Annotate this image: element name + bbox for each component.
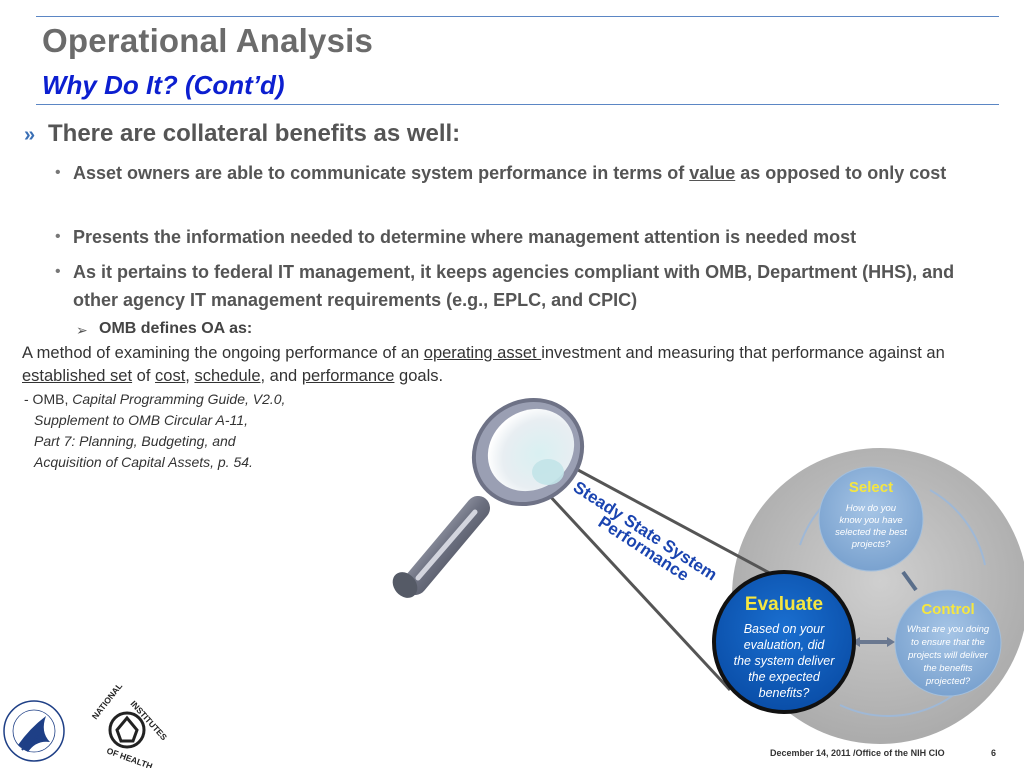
citation-title: Part 7: Planning, Budgeting, and — [34, 433, 236, 449]
evaluate-body: Based on your — [744, 622, 825, 636]
bullet-text: as opposed to only cost — [735, 163, 947, 183]
title-rule — [36, 104, 999, 105]
established-set-underlined: established set — [22, 367, 133, 385]
citation-title: Supplement to OMB Circular A-11, — [34, 412, 248, 428]
bullet-asset-owners: Asset owners are able to communicate sys… — [73, 159, 1003, 187]
select-body: How do you — [846, 503, 897, 514]
page-title: Operational Analysis — [42, 22, 374, 59]
arrow-bullet-icon: ➢ — [76, 322, 88, 338]
citation-title: Acquisition of Capital Assets, p. 54. — [34, 454, 253, 470]
quote-text: , — [185, 367, 195, 385]
select-body: know you have — [839, 515, 902, 526]
footer-text: December 14, 2011 /Office of the NIH CIO — [770, 748, 945, 758]
cost-underlined: cost — [155, 367, 186, 385]
bullet-federal-it: As it pertains to federal IT management,… — [73, 262, 955, 310]
citation-line-2: Supplement to OMB Circular A-11, — [24, 410, 285, 431]
citation: - OMB, Capital Programming Guide, V2.0, … — [24, 389, 285, 473]
evaluate-body: benefits? — [759, 686, 810, 700]
bullet-dot-icon: • — [55, 164, 61, 181]
value-underlined: value — [689, 163, 736, 183]
select-title: Select — [849, 479, 893, 496]
oa-definition: A method of examining the ongoing perfor… — [22, 342, 1012, 388]
select-body: projects? — [851, 539, 891, 550]
view-cone-line — [533, 478, 732, 692]
citation-prefix: - OMB, — [24, 391, 73, 407]
select-bubble — [818, 466, 924, 572]
bullet-dot-icon: • — [55, 263, 61, 280]
evaluate-body: the expected — [748, 670, 821, 684]
page-subtitle: Why Do It? (Cont’d) — [42, 70, 285, 100]
control-body: the benefits — [923, 663, 972, 674]
chevron-bullet-icon: » — [24, 124, 36, 146]
bullet-management-attention: Presents the information needed to deter… — [73, 227, 857, 247]
quote-text: , and — [260, 367, 302, 385]
bullet-text: Asset owners are able to communicate sys… — [73, 163, 690, 183]
cycle-arrow-arc — [839, 689, 961, 717]
svg-text:OF HEALTH: OF HEALTH — [105, 745, 154, 768]
select-body: selected the best — [835, 527, 907, 538]
bullet-dot-icon: • — [55, 228, 61, 245]
citation-line-3: Part 7: Planning, Budgeting, and — [24, 431, 285, 452]
hhs-seal-logo — [3, 700, 65, 762]
quote-text: goals. — [394, 367, 444, 385]
citation-title: Capital Programming Guide, V2.0, — [72, 391, 286, 407]
performance-underlined: performance — [301, 367, 395, 385]
cycle-arrow-arc — [929, 489, 986, 566]
evaluate-body: the system deliver — [734, 654, 836, 668]
control-bubble — [894, 589, 1002, 697]
schedule-underlined: schedule — [194, 367, 261, 385]
magnifier-label: Steady State System — [570, 477, 721, 584]
quote-text: investment and measuring that performanc… — [541, 344, 945, 362]
nih-logo: NATIONAL INSTITUTES OF HEALTH — [90, 681, 170, 768]
control-body: projected? — [925, 676, 971, 687]
page-number: 6 — [991, 748, 997, 758]
quote-text: of — [132, 367, 156, 385]
level1-bullet-text: There are collateral benefits as well: — [48, 120, 461, 147]
control-body: projects will deliver — [907, 650, 989, 661]
top-rule — [36, 16, 999, 17]
control-title: Control — [921, 601, 974, 618]
magnifier-icon — [392, 397, 585, 598]
citation-line-1: - OMB, Capital Programming Guide, V2.0, — [24, 389, 285, 410]
view-cone-line — [564, 461, 791, 586]
control-body: What are you doing — [907, 624, 990, 635]
control-body: to ensure that the — [911, 637, 985, 648]
evaluate-bubble — [712, 570, 856, 714]
evaluate-body: evaluation, did — [744, 638, 826, 652]
arrow-head — [887, 637, 895, 647]
citation-line-4: Acquisition of Capital Assets, p. 54. — [24, 452, 285, 473]
evaluate-title: Evaluate — [745, 594, 823, 615]
double-arrow-icon — [901, 570, 918, 592]
operating-asset-underlined: operating asset — [423, 344, 542, 362]
level3-bullet-text: OMB defines OA as: — [99, 320, 253, 337]
quote-text: A method of examining the ongoing perfor… — [22, 344, 424, 362]
